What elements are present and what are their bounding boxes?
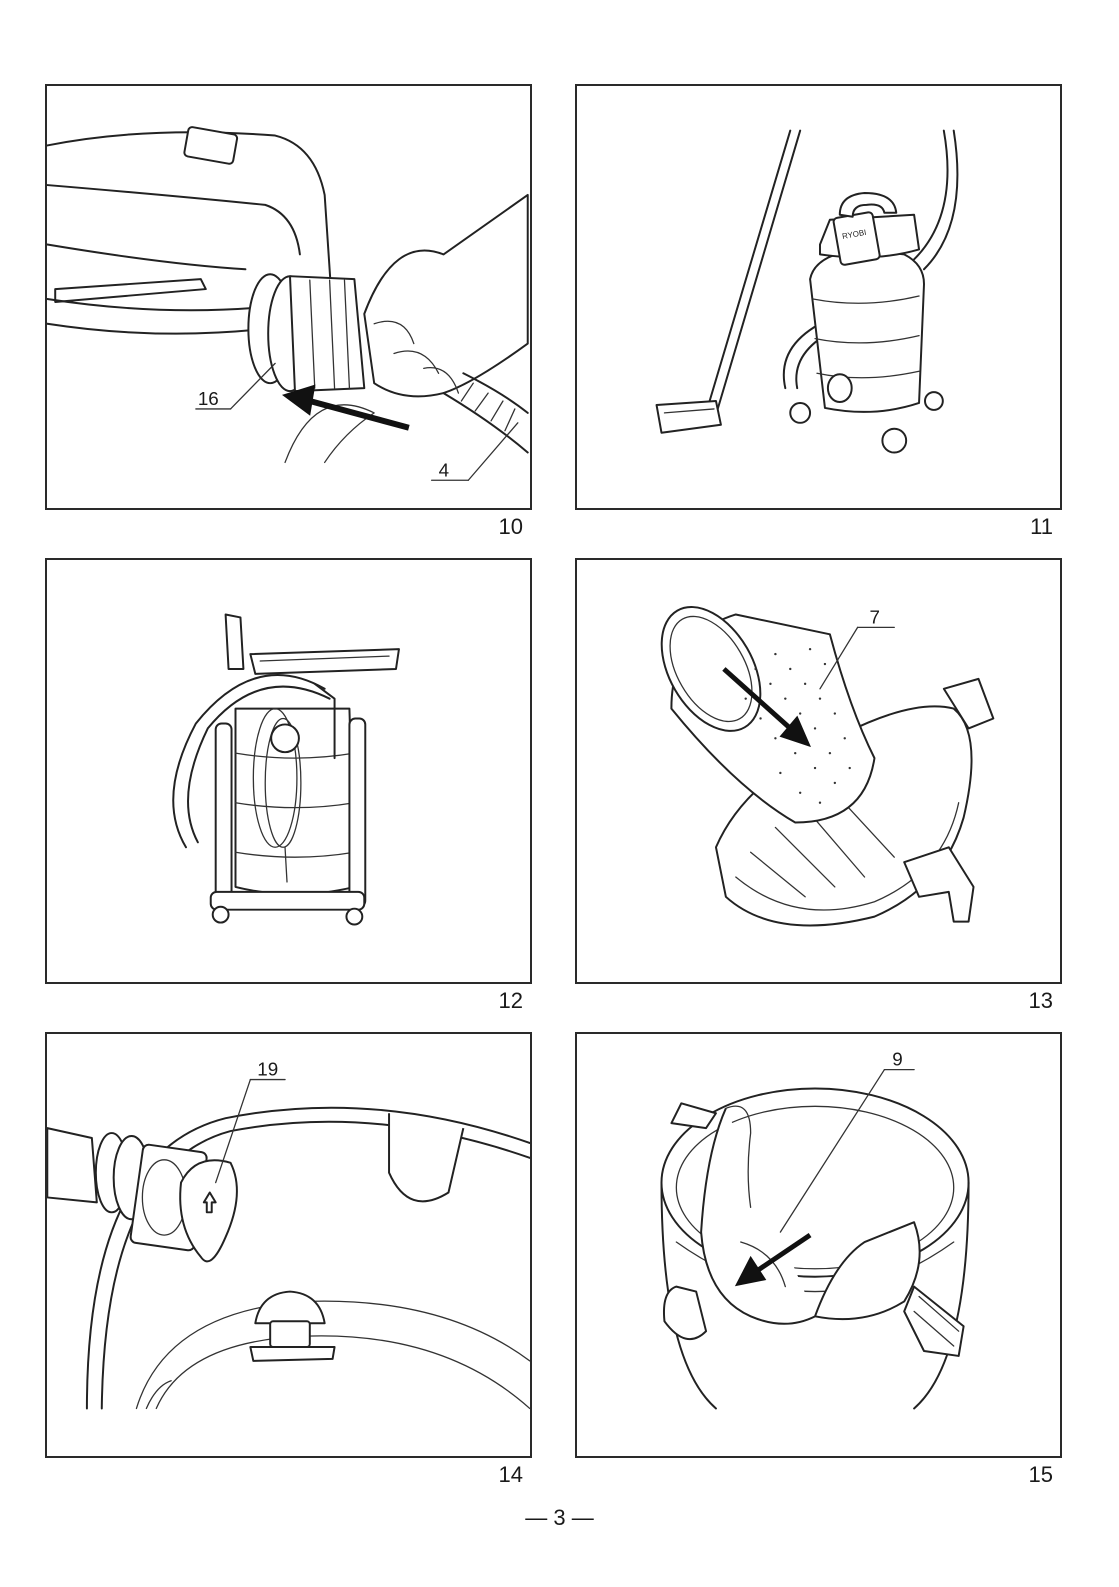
figure-12-illustration [47,560,530,982]
page-number: — 3 — [0,1505,1119,1531]
callout-7: 7 [870,606,880,627]
figure-13-illustration: 7 [577,560,1060,982]
figure-15-number: 15 [993,1462,1053,1488]
callout-19: 19 [257,1059,278,1080]
figure-11-panel: RYOBI [575,84,1062,510]
figure-14-panel: 19 [45,1032,532,1458]
figure-13-number: 13 [993,988,1053,1014]
figure-11-illustration: RYOBI [577,86,1060,508]
figure-13-panel: 7 [575,558,1062,984]
figure-12-number: 12 [463,988,523,1014]
figure-15-panel: 9 [575,1032,1062,1458]
callout-9: 9 [892,1049,902,1070]
figure-10-illustration: 16 4 [47,86,530,508]
figure-15-illustration: 9 [577,1034,1060,1456]
figure-11-number: 11 [993,514,1053,540]
callout-16: 16 [198,388,219,409]
figure-14-illustration: 19 [47,1034,530,1456]
figure-14-number: 14 [463,1462,523,1488]
figure-10-number: 10 [463,514,523,540]
figure-12-panel [45,558,532,984]
callout-4: 4 [439,459,449,480]
figure-10-panel: 16 4 [45,84,532,510]
